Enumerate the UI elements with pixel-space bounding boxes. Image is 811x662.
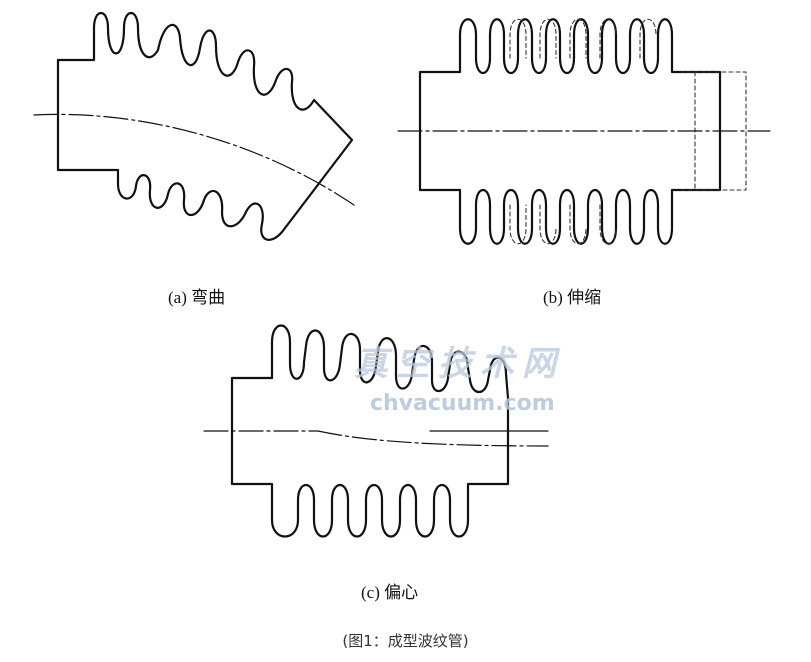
bellows-diagram (33, 11, 771, 538)
figure-caption: (图1：成型波纹管) (342, 632, 469, 650)
bellows-eccentric-diagram (203, 324, 549, 538)
eccentric-centerline-right (317, 430, 549, 447)
bellows-bending-outline (56, 11, 354, 241)
panel-caption-a: (a) 弯曲 (168, 288, 226, 307)
bellows-bending-diagram (33, 11, 355, 241)
watermark-chinese: 真空技术网 (354, 344, 564, 384)
panel-caption-b: (b) 伸缩 (543, 288, 602, 307)
bellows-expansion-diagram (397, 18, 771, 245)
watermark-url: chvacuum.com (370, 391, 555, 416)
bellows-expansion-outline (418, 18, 722, 245)
bellows-eccentric-outline (230, 324, 510, 538)
panel-caption-c: (c) 偏心 (361, 583, 419, 602)
expanded-ghost-outline (509, 18, 747, 245)
bending-centerline (33, 113, 355, 206)
